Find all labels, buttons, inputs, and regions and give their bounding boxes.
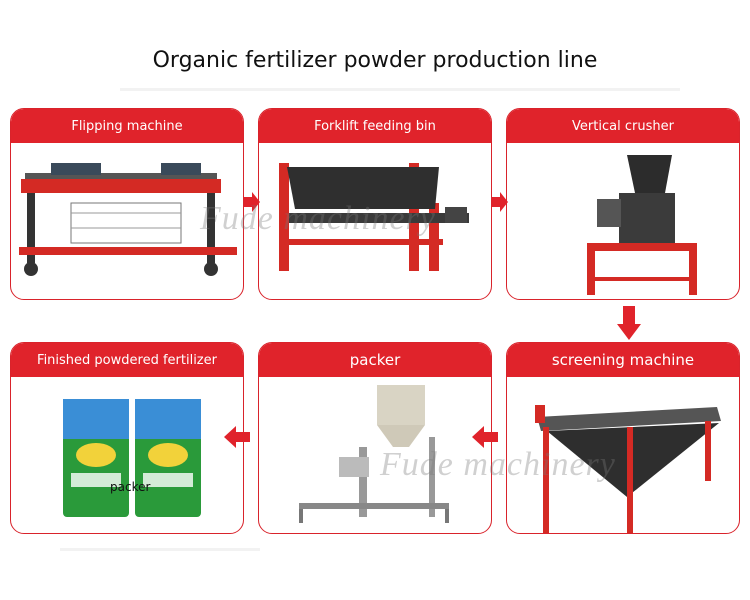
arrow-down-icon <box>617 306 641 340</box>
arrow-left-icon <box>224 426 250 448</box>
step-card-forklift-feeding-bin: Forklift feeding bin <box>258 108 492 300</box>
page-title: Organic fertilizer powder production lin… <box>152 48 598 73</box>
arrow-left-icon <box>472 426 498 448</box>
step-card-flipping-machine: Flipping machine <box>10 108 244 300</box>
vertical-crusher-illustration <box>587 155 697 295</box>
step-title-finished-fertilizer: Finished powdered fertilizer <box>11 343 243 377</box>
step-title-forklift-feeding-bin: Forklift feeding bin <box>259 109 491 143</box>
screening-machine-illustration <box>535 405 721 533</box>
flipping-machine-illustration <box>19 163 237 276</box>
step-card-screening-machine: screening machine <box>506 342 740 534</box>
feeding-bin-illustration <box>279 163 469 271</box>
bag-text-label: packer <box>110 480 151 494</box>
step-card-finished-fertilizer: Finished powdered fertilizer <box>10 342 244 534</box>
step-title-packer: packer <box>259 343 491 377</box>
watermark-top: Fude machinery <box>200 200 436 237</box>
faint-subtitle-line <box>120 88 680 91</box>
fertilizer-bags-illustration <box>63 399 201 517</box>
packer-illustration <box>299 385 449 523</box>
watermark-bottom: Fude machinery <box>380 446 616 483</box>
step-title-screening-machine: screening machine <box>507 343 739 377</box>
step-title-vertical-crusher: Vertical crusher <box>507 109 739 143</box>
arrow-right-icon <box>492 192 508 212</box>
faint-footer-line <box>60 548 260 551</box>
step-card-vertical-crusher: Vertical crusher <box>506 108 740 300</box>
step-card-packer: packer <box>258 342 492 534</box>
arrow-right-icon <box>244 192 260 212</box>
step-title-flipping-machine: Flipping machine <box>11 109 243 143</box>
